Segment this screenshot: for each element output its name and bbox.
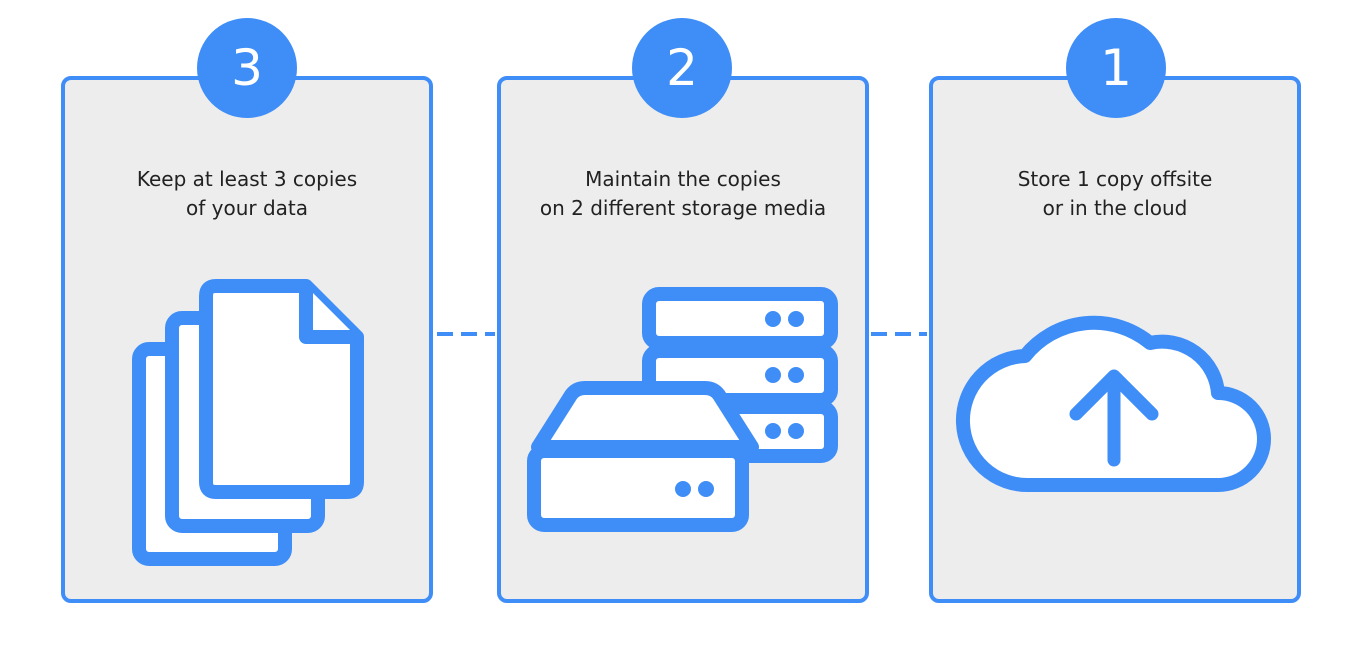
- step-caption-line: Maintain the copies: [585, 167, 781, 191]
- step-number-badge: 1: [1066, 18, 1166, 118]
- step-caption: Keep at least 3 copies of your data: [61, 165, 433, 223]
- arrow-up-icon: [1069, 369, 1159, 467]
- step-caption: Maintain the copies on 2 different stora…: [497, 165, 869, 223]
- step-number-badge: 3: [197, 18, 297, 118]
- step-caption: Store 1 copy offsite or in the cloud: [929, 165, 1301, 223]
- step-caption-line: Store 1 copy offsite: [1017, 167, 1213, 191]
- step-caption-line: Keep at least 3 copies: [136, 167, 358, 191]
- documents-icon: [132, 279, 364, 566]
- step-caption-line: on 2 different storage media: [539, 196, 827, 220]
- step-caption-line: or in the cloud: [1042, 196, 1188, 220]
- storage-servers-icon: [527, 287, 838, 532]
- cloud-upload-icon: [955, 315, 1271, 493]
- step-caption-line: of your data: [185, 196, 308, 220]
- step-number-badge: 2: [632, 18, 732, 118]
